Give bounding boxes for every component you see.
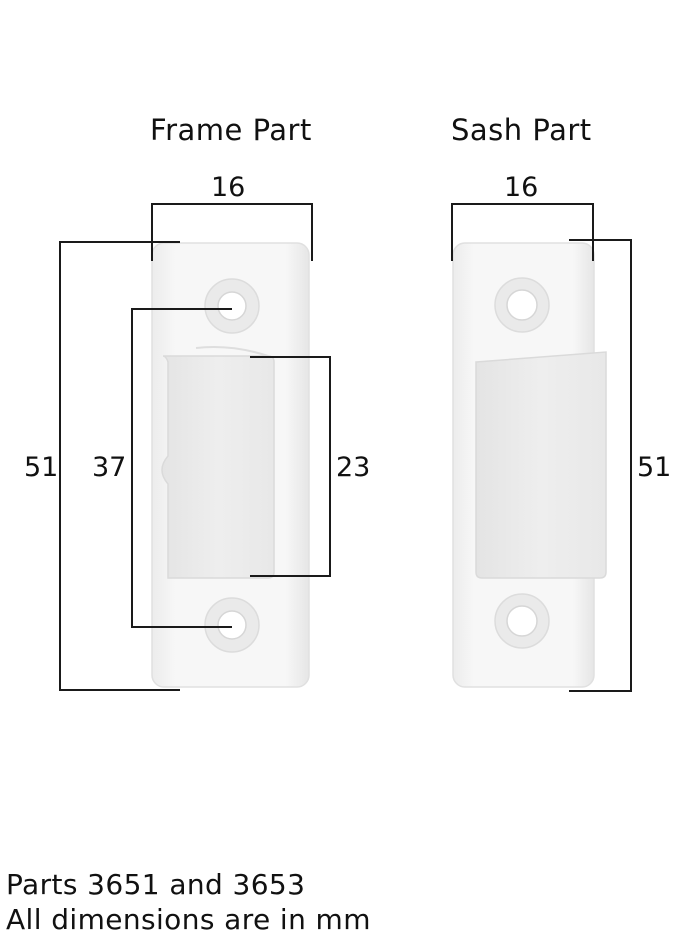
sash-catch-tab [475, 351, 607, 579]
sash-top-screw-hole [494, 277, 550, 333]
parts-caption: Parts 3651 and 3653 [6, 868, 306, 901]
frame-top-screw-hole [204, 278, 260, 334]
frame-hole-spacing-dimension-line [131, 308, 232, 628]
sash-bottom-screw-hole [494, 593, 550, 649]
frame-part-image [151, 242, 310, 688]
frame-catch-dimension-line [250, 356, 331, 577]
frame-part-title: Frame Part [150, 113, 312, 147]
frame-catch-length-label: 23 [336, 452, 371, 483]
sash-height-dimension-line [569, 239, 632, 692]
sash-height-label: 51 [637, 452, 672, 483]
sash-width-label: 16 [504, 172, 539, 203]
frame-height-dimension-line [59, 241, 180, 691]
frame-width-label: 16 [211, 172, 246, 203]
sash-width-dimension-line [451, 203, 594, 261]
frame-catch-tab [161, 355, 275, 579]
units-caption: All dimensions are in mm [6, 903, 371, 936]
frame-height-label: 51 [24, 452, 59, 483]
sash-part-title: Sash Part [451, 113, 592, 147]
sash-part-image [452, 242, 607, 688]
frame-hole-spacing-label: 37 [92, 452, 127, 483]
frame-width-dimension-line [151, 203, 313, 261]
frame-bottom-screw-hole [204, 597, 260, 653]
